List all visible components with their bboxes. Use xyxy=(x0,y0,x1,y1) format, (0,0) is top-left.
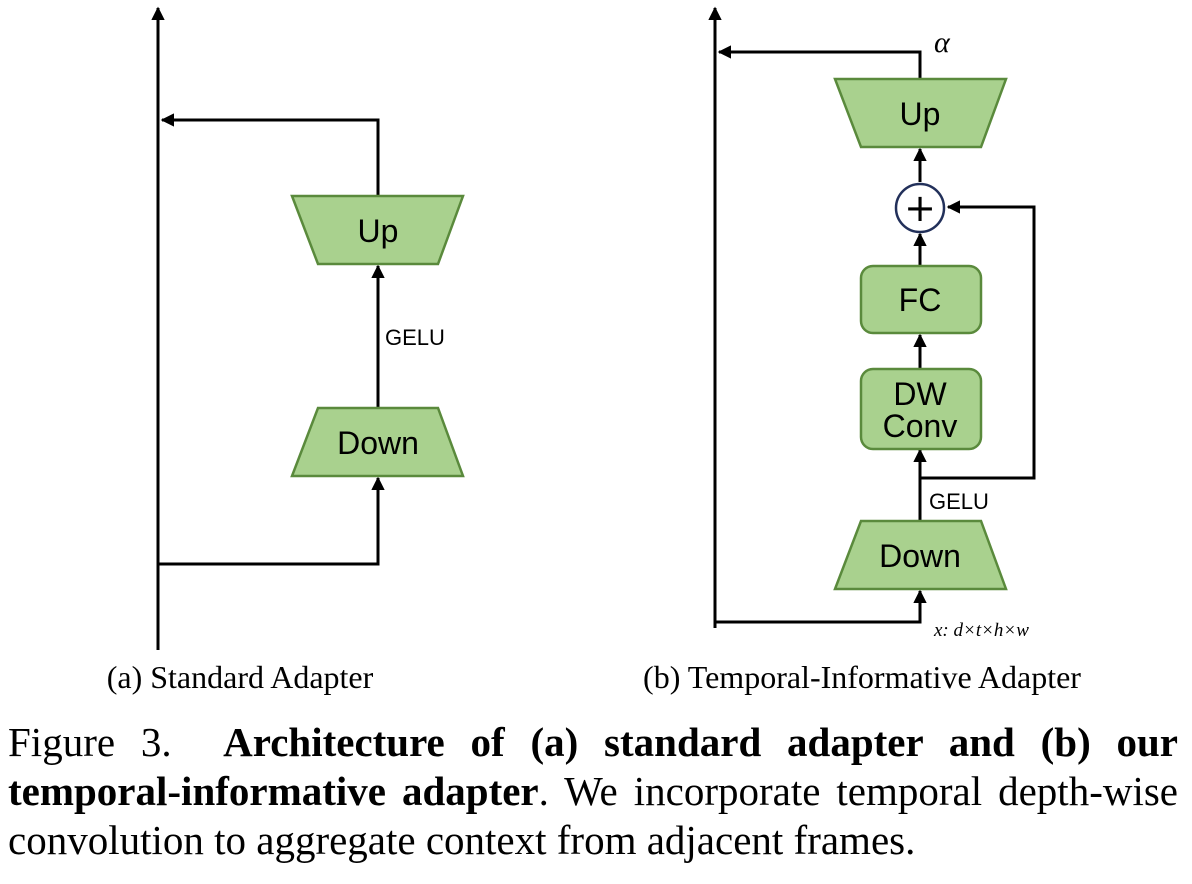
input-branch-arrow xyxy=(158,476,385,566)
input-shape-label: x: d×t×h×w xyxy=(933,620,1029,641)
up-block-label: Up xyxy=(358,213,399,249)
up-projection-block: Up xyxy=(833,77,1008,149)
fc-block: FC xyxy=(859,264,983,335)
panel-standard-adapter: Up GELU Down (a) Standard Adapter xyxy=(107,6,465,695)
input-branch-arrow xyxy=(715,589,927,624)
figure-caption: Figure 3. Architecture of (a) standard a… xyxy=(8,718,1178,865)
caption-body: . We incorporate temporal depth-wise con… xyxy=(8,768,1178,863)
output-merge-arrow xyxy=(717,45,922,78)
down-projection-block: Down xyxy=(833,519,1008,591)
fc-block-label: FC xyxy=(899,282,942,318)
up-projection-block: Up xyxy=(290,194,465,266)
dwconv-label-line1: DW xyxy=(893,376,947,412)
down-block-label: Down xyxy=(337,425,419,461)
subcaption-a: (a) Standard Adapter xyxy=(107,659,374,695)
subcaption-b: (b) Temporal-Informative Adapter xyxy=(643,659,1081,695)
skip-connection-arrow xyxy=(920,200,1036,480)
add-node: + xyxy=(894,182,946,234)
down-block-label: Down xyxy=(879,538,961,574)
gelu-label: GELU xyxy=(929,489,989,514)
caption-prefix: Figure 3. xyxy=(8,719,172,765)
dwconv-block: DW Conv xyxy=(859,367,983,451)
caption-bold-title: Architecture of (a) standard adapter and… xyxy=(8,719,1179,814)
gelu-label: GELU xyxy=(385,325,445,350)
dwconv-label-line2: Conv xyxy=(883,408,958,444)
up-block-label: Up xyxy=(900,96,941,132)
adapter-architecture-figure: Up GELU Down (a) Standard Adapter α Up + xyxy=(107,6,1081,695)
alpha-scale-label: α xyxy=(934,26,951,59)
output-merge-arrow xyxy=(160,113,380,195)
panel-temporal-informative-adapter: α Up + FC DW Conv GELU Down x: d×t×h×w (… xyxy=(643,6,1081,695)
down-projection-block: Down xyxy=(290,406,465,478)
add-symbol: + xyxy=(904,186,936,230)
